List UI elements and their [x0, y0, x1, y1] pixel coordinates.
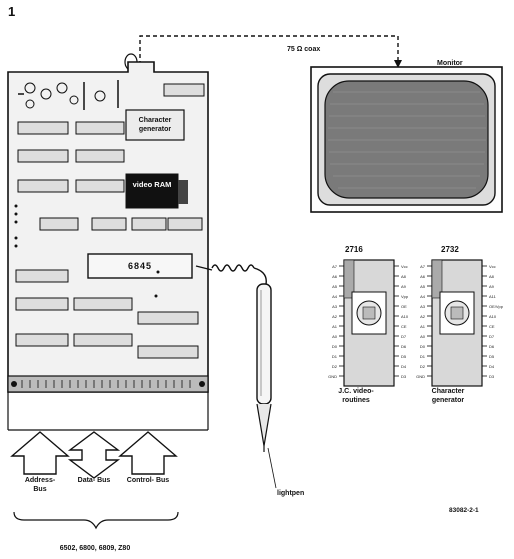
pin-label-left: A3: [332, 304, 338, 309]
pin-label-right: A8: [489, 274, 495, 279]
pin-label-left: A7: [420, 264, 426, 269]
pin-label-right: D5: [489, 354, 495, 359]
pin-label-right: A9: [401, 284, 407, 289]
pin-label-right: D7: [489, 334, 495, 339]
pin-label-right: OE: [401, 304, 407, 309]
pin-label-left: A3: [420, 304, 426, 309]
pin-label-left: A5: [420, 284, 426, 289]
control-bus-arrow: [120, 432, 176, 474]
pin-label-left: GND: [328, 374, 337, 379]
lightpen-label: lightpen: [277, 490, 304, 497]
pin-label-right: D6: [489, 344, 495, 349]
character-generator-label: Character generator: [129, 116, 181, 134]
pin-label-left: A2: [420, 314, 426, 319]
circuit-board: [8, 62, 208, 392]
pin-label-left: A4: [332, 294, 338, 299]
pin-label-left: A1: [420, 324, 426, 329]
video-ram-label: video RAM: [130, 180, 174, 190]
pin-label-left: A4: [420, 294, 426, 299]
eprom-2732-part-label: 2732: [441, 245, 459, 254]
eprom-2716-part-label: 2716: [345, 245, 363, 254]
cpu-list-label: 6502, 6800, 6809, Z80: [20, 545, 170, 552]
pin-label-left: D2: [420, 364, 426, 369]
pin-label-right: D4: [489, 364, 495, 369]
address-bus-arrow: [12, 432, 68, 474]
address-bus-label: Address- Bus: [20, 476, 60, 494]
pin-label-right: D6: [401, 344, 407, 349]
pin-label-right: D5: [401, 354, 407, 359]
pin-label-left: A0: [332, 334, 338, 339]
pin-label-right: Vcc: [401, 264, 408, 269]
pin-label-left: A0: [420, 334, 426, 339]
pin-label-left: A5: [332, 284, 338, 289]
coax-label: 75 Ω coax: [287, 46, 320, 53]
pin-label-left: D0: [420, 344, 426, 349]
pin-label-left: A6: [332, 274, 338, 279]
monitor: [311, 67, 502, 212]
pin-label-left: D1: [420, 354, 426, 359]
pin-label-right: D7: [401, 334, 407, 339]
data-bus-arrow: [70, 432, 118, 478]
pin-label-right: A9: [489, 284, 495, 289]
pin-label-right: Vpp: [401, 294, 409, 299]
eprom-2716-caption: J.C. video- routines: [326, 387, 386, 405]
data-bus-label: Data- Bus: [74, 476, 114, 485]
pin-label-right: A11: [489, 294, 497, 299]
drawing-code: 83082-2-1: [449, 507, 479, 514]
crtc-chip-label: 6845: [88, 261, 192, 271]
pin-label-left: A7: [332, 264, 338, 269]
pin-label-right: CE: [401, 324, 407, 329]
pin-label-left: D1: [332, 354, 338, 359]
pin-label-right: D3: [489, 374, 495, 379]
pin-label-right: Vcc: [489, 264, 496, 269]
pin-label-right: OE/Vpp: [489, 304, 504, 309]
pin-label-left: D0: [332, 344, 338, 349]
pin-label-left: GND: [416, 374, 425, 379]
pin-label-right: CE: [489, 324, 495, 329]
pin-label-right: A10: [401, 314, 409, 319]
monitor-label: Monitor: [437, 60, 463, 67]
figure-number: 1: [8, 4, 15, 19]
control-bus-label: Control- Bus: [126, 476, 170, 485]
pin-label-right: D3: [401, 374, 407, 379]
pin-label-right: A8: [401, 274, 407, 279]
eprom-2732-caption: Character generator: [416, 387, 480, 405]
pin-label-left: A6: [420, 274, 426, 279]
pin-label-right: A10: [489, 314, 497, 319]
pin-label-right: D4: [401, 364, 407, 369]
pin-label-left: D2: [332, 364, 338, 369]
pin-label-left: A1: [332, 324, 338, 329]
pin-label-left: A2: [332, 314, 338, 319]
